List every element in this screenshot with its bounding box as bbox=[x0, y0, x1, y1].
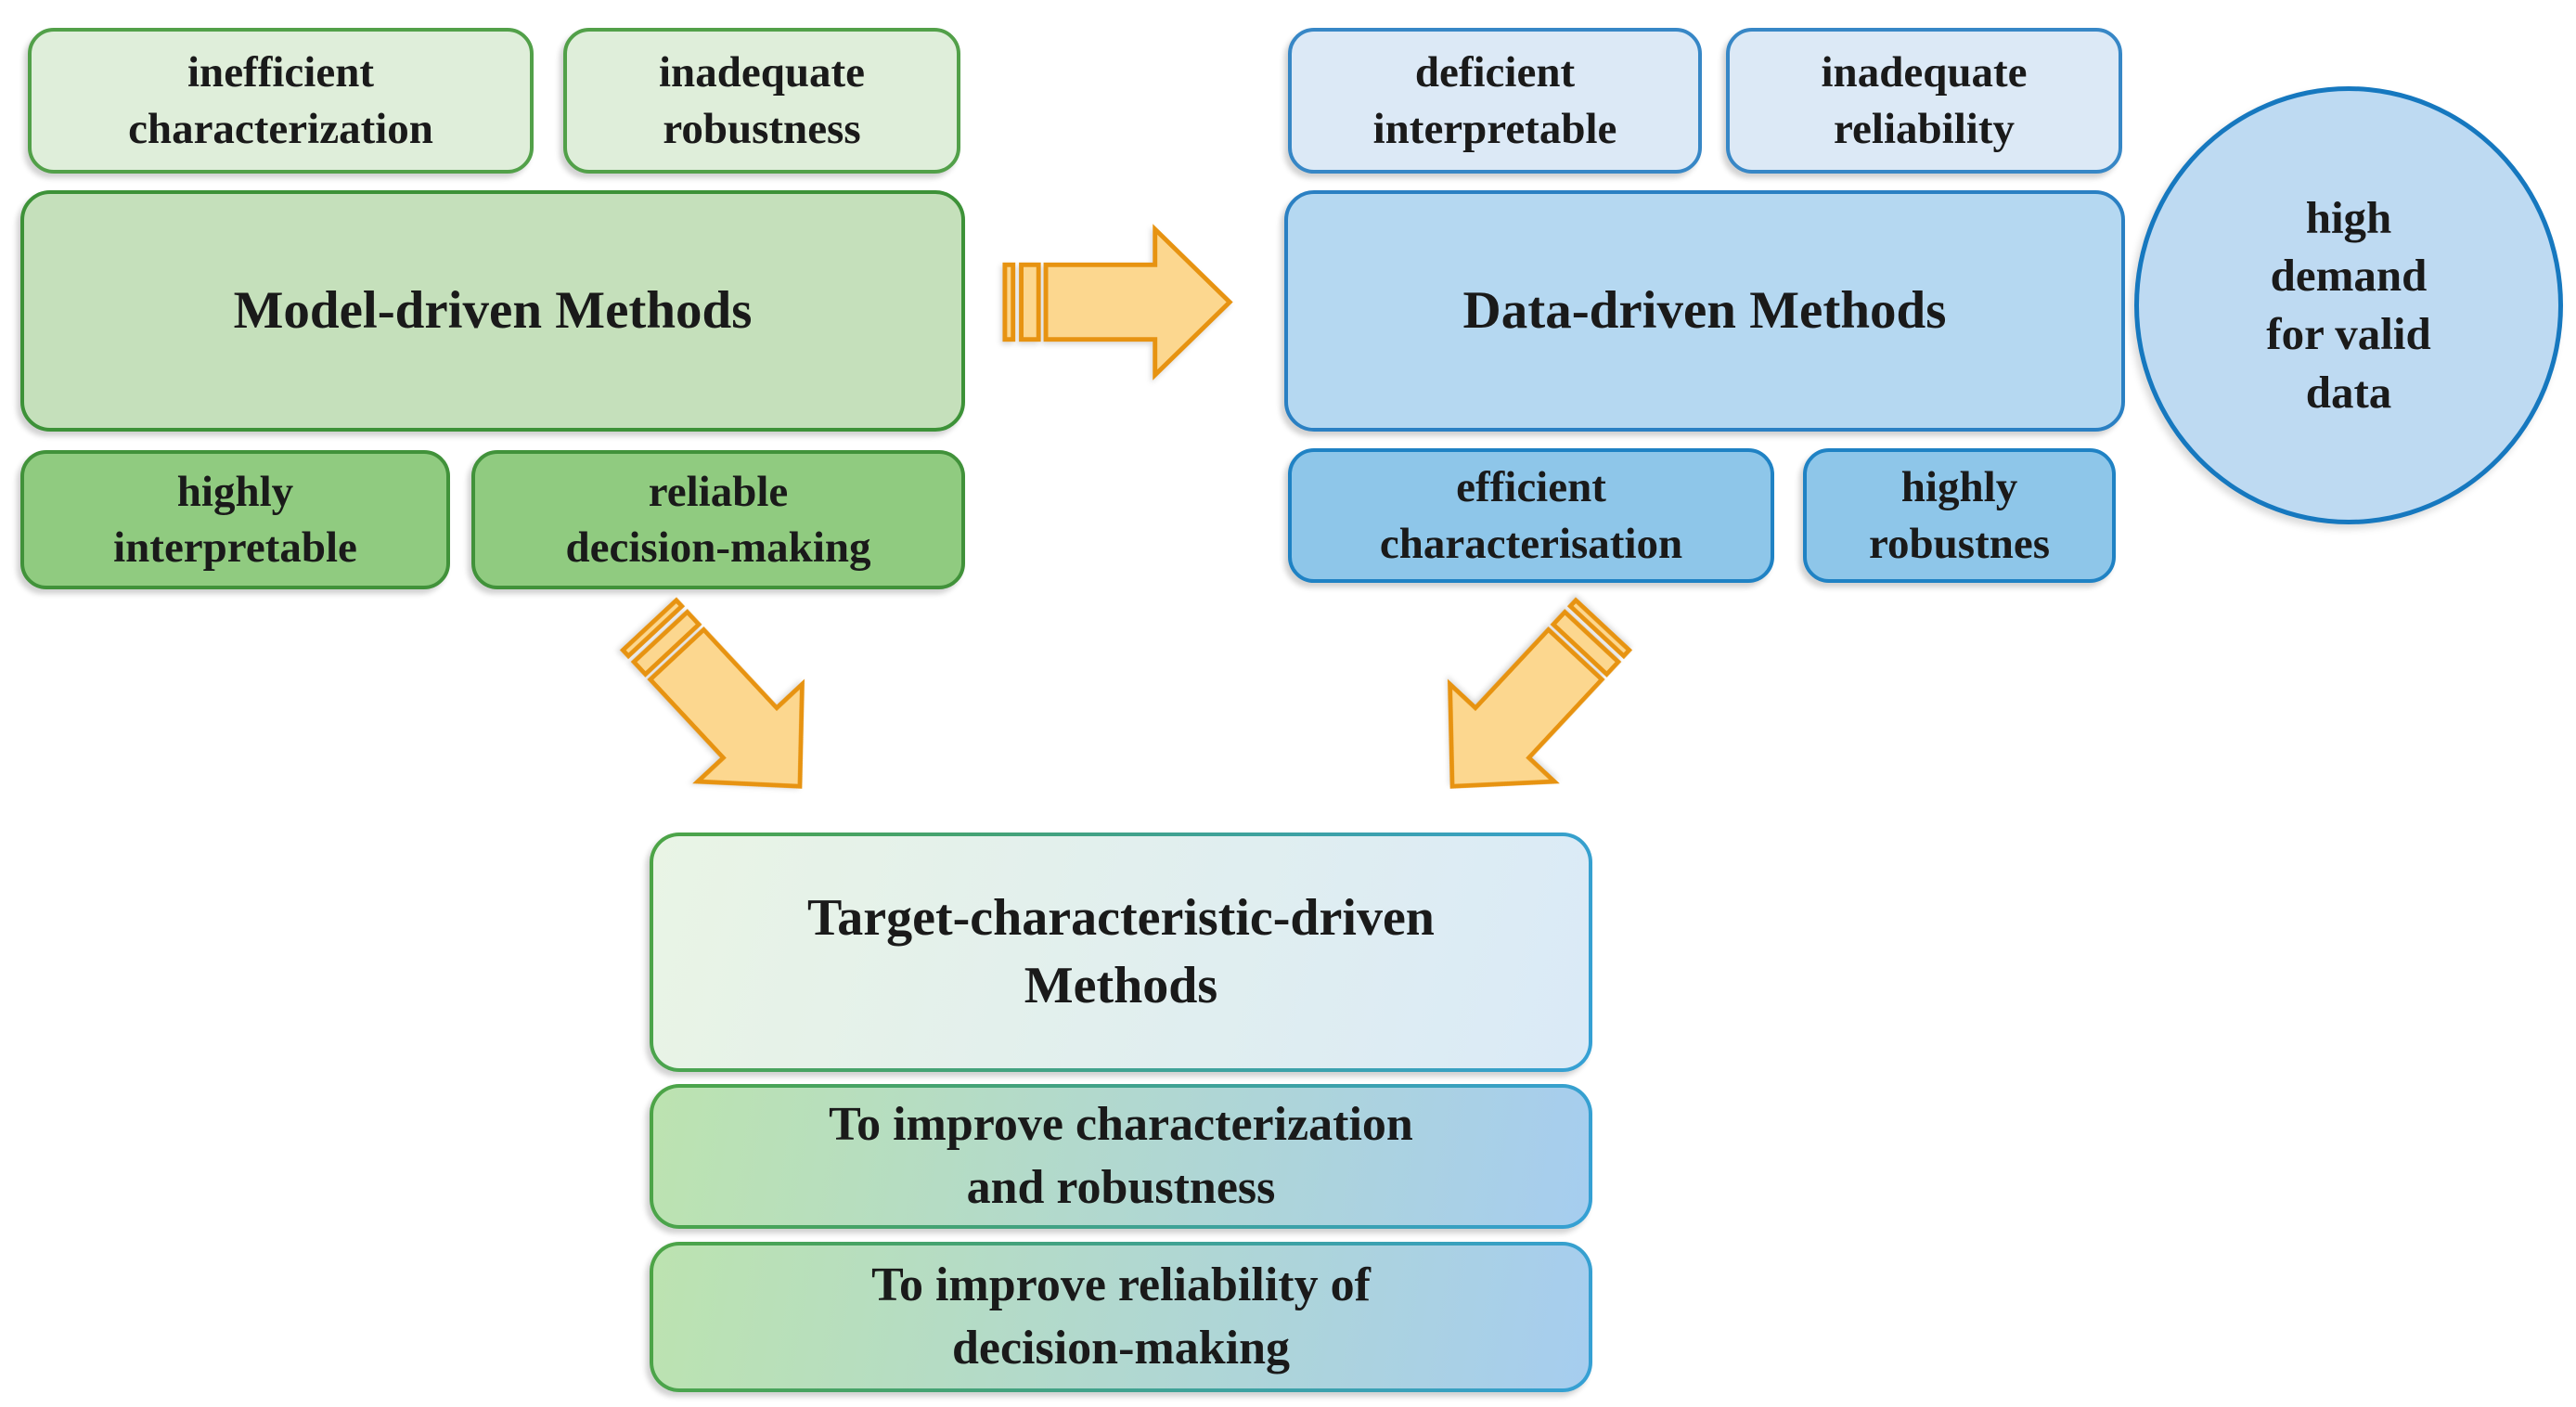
goal-improve-reliability-decision-making-box: To improve reliability of decision-makin… bbox=[650, 1242, 1592, 1392]
model-advantage-reliable-decision-making: reliable decision-making bbox=[471, 450, 965, 589]
model-driven-methods-box: Model-driven Methods bbox=[20, 190, 965, 432]
striped-arrow-icon bbox=[1448, 597, 1633, 789]
target-characteristic-driven-methods-box: Target-characteristic-driven Methods bbox=[650, 833, 1592, 1072]
arrow-model-to-data bbox=[1000, 220, 1237, 384]
striped-arrow-icon bbox=[619, 597, 805, 789]
arrow-model-to-target bbox=[587, 567, 863, 846]
arrow-data-to-target bbox=[1388, 567, 1664, 846]
striped-arrow-icon bbox=[1002, 224, 1233, 381]
data-driven-methods-box: Data-driven Methods bbox=[1284, 190, 2125, 432]
model-advantage-highly-interpretable: highly interpretable bbox=[20, 450, 450, 589]
high-demand-label: high demand for valid data bbox=[2266, 191, 2431, 418]
data-advantage-efficient-characterisation: efficient characterisation bbox=[1288, 448, 1774, 583]
target-title: Target-characteristic-driven Methods bbox=[653, 836, 1589, 1068]
data-advantage-highly-robustnes: highly robustnes bbox=[1803, 448, 2116, 583]
high-demand-for-valid-data-circle: high demand for valid data bbox=[2134, 86, 2563, 524]
goal-2-label: To improve reliability of decision-makin… bbox=[653, 1246, 1589, 1388]
model-drawback-inefficient-characterization: inefficient characterization bbox=[28, 28, 534, 174]
model-drawback-inadequate-robustness: inadequate robustness bbox=[563, 28, 960, 174]
data-drawback-inadequate-reliability: inadequate reliability bbox=[1726, 28, 2122, 174]
goal-1-label: To improve characterization and robustne… bbox=[653, 1088, 1589, 1225]
goal-improve-characterization-robustness-box: To improve characterization and robustne… bbox=[650, 1084, 1592, 1229]
data-drawback-deficient-interpretable: deficient interpretable bbox=[1288, 28, 1702, 174]
